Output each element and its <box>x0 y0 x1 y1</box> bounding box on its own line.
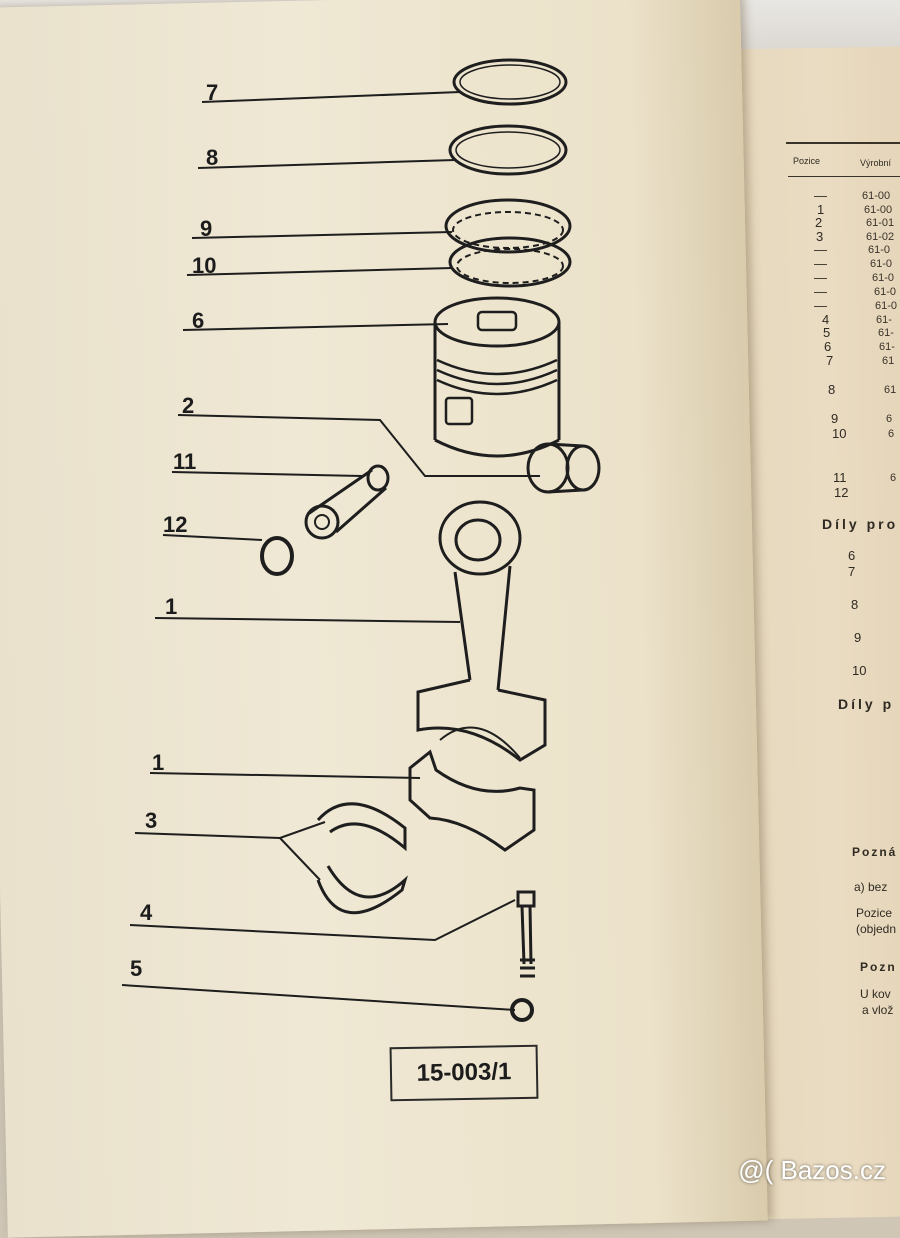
position-cell: 10 <box>832 426 847 441</box>
section-1-position: 6 <box>848 548 856 563</box>
position-cell: 5 <box>823 325 831 340</box>
code-cell: 61-0 <box>875 300 898 312</box>
exploded-parts-drawing <box>121 58 601 1022</box>
leader-9 <box>191 231 453 239</box>
leader-12 <box>162 534 263 541</box>
code-cell: 6 <box>886 413 893 425</box>
piston-ring-8 <box>448 124 568 176</box>
code-cell: 6 <box>888 428 895 440</box>
note-line: U kov <box>860 987 891 1001</box>
code-cell: 61-00 <box>862 190 891 202</box>
position-cell: 8 <box>828 382 836 397</box>
header-pozice: Pozice <box>793 156 821 166</box>
note-title-2: Pozn <box>860 960 897 974</box>
position-cell: — <box>814 284 827 299</box>
note-line: (objedn <box>856 922 897 936</box>
connecting-rod-1 <box>416 500 547 762</box>
code-cell: 61- <box>876 314 892 326</box>
position-cell: — <box>814 270 827 285</box>
position-cell: 9 <box>831 411 839 426</box>
nut-5 <box>510 998 534 1022</box>
piston-ring-10 <box>448 236 572 288</box>
leader-1b <box>149 772 421 779</box>
bearing-shells-3 <box>316 802 408 915</box>
code-cell: 61-0 <box>870 258 893 270</box>
section-1-position: 8 <box>851 597 859 612</box>
drawing-code-box: 15-003/1 <box>389 1044 539 1102</box>
leader-8 <box>197 159 456 169</box>
code-cell: 61-0 <box>874 286 897 298</box>
code-cell: 61 <box>882 355 895 367</box>
piston-6 <box>433 296 561 458</box>
callout-7: 7 <box>206 80 219 105</box>
note-line: a vlož <box>862 1003 894 1017</box>
code-cell: 61- <box>878 327 894 339</box>
piston-ring-7 <box>452 58 568 106</box>
header-vyrobni: Výrobní <box>860 158 892 168</box>
code-cell: 61-01 <box>866 217 895 229</box>
callout-6: 6 <box>192 308 205 333</box>
callout-4: 4 <box>140 900 153 925</box>
position-cell: 2 <box>815 215 823 230</box>
circlip-12 <box>260 536 294 576</box>
piston-pin-11 <box>304 464 390 540</box>
position-cell: 3 <box>816 229 824 244</box>
leader-1a <box>154 617 461 623</box>
code-cell: 61 <box>884 384 897 396</box>
leader-3 <box>134 821 326 881</box>
section-1-position: 9 <box>854 630 862 645</box>
position-cell: 6 <box>824 339 832 354</box>
position-cell: 11 <box>833 470 847 485</box>
position-cell: 1 <box>817 202 825 217</box>
callout-11: 11 <box>173 449 197 474</box>
connecting-rod-cap-1 <box>408 749 536 852</box>
callout-1-rod: 1 <box>165 594 178 619</box>
small-end-bushing-2 <box>526 442 601 494</box>
code-cell: 61-0 <box>868 244 891 256</box>
note-line: Pozice <box>856 906 893 920</box>
position-cell: — <box>814 242 827 257</box>
callout-1-cap: 1 <box>152 750 165 775</box>
drawing-code: 15-003/1 <box>416 1058 512 1087</box>
piston-ring-9 <box>444 198 572 254</box>
leader-2 <box>177 414 540 477</box>
callout-2: 2 <box>182 393 195 418</box>
section-heading-1: Díly pro <box>822 516 899 532</box>
callout-5: 5 <box>130 956 143 981</box>
table-header-rule <box>788 176 900 177</box>
note-line: a) bez <box>854 880 888 894</box>
position-cell: 7 <box>826 353 834 368</box>
position-cell: — <box>814 188 827 203</box>
code-cell: 61-0 <box>872 272 895 284</box>
callout-3: 3 <box>145 808 158 833</box>
leader-10 <box>186 267 453 276</box>
section-heading-2: Díly p <box>838 696 895 712</box>
section-1-position: 7 <box>848 564 856 579</box>
leader-5 <box>121 984 516 1011</box>
table-top-rule <box>786 142 900 144</box>
note-title-1: Pozná <box>852 845 898 859</box>
leader-7 <box>201 91 461 103</box>
code-cell: 61-00 <box>864 204 893 216</box>
code-cell: 61-02 <box>866 231 895 243</box>
leader-6 <box>182 323 449 331</box>
leader-4 <box>129 899 516 942</box>
callout-10: 10 <box>192 253 217 278</box>
position-cell: — <box>814 298 827 313</box>
callout-9: 9 <box>200 216 213 241</box>
bazos-watermark: @( Bazos.cz <box>738 1155 886 1185</box>
section-1-position: 10 <box>852 663 867 678</box>
connecting-rod-bolt-4 <box>516 890 536 978</box>
position-cell: — <box>814 256 827 271</box>
callout-8: 8 <box>206 145 219 170</box>
code-cell: 61- <box>879 341 895 353</box>
code-cell: 6 <box>890 472 897 484</box>
callout-12: 12 <box>163 512 188 537</box>
position-cell: 12 <box>834 485 849 500</box>
leader-11 <box>171 471 363 477</box>
position-cell: 4 <box>822 312 830 327</box>
